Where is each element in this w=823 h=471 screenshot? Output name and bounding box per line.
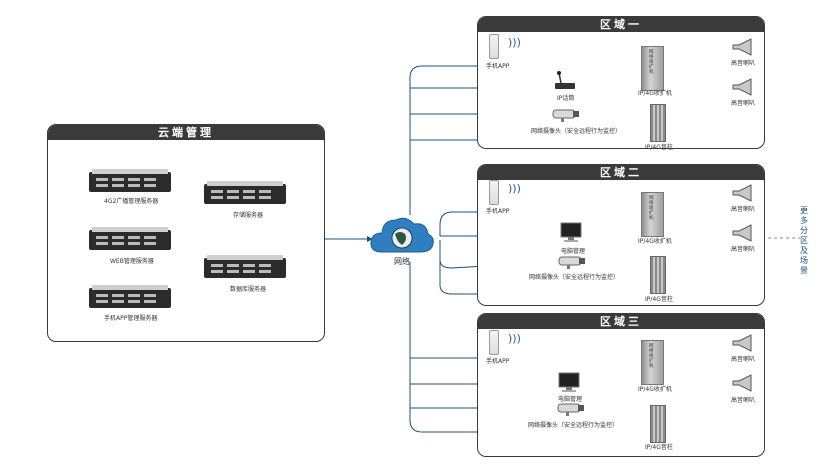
wifi-icon: )))	[508, 182, 521, 195]
amplifier-icon: 网络收扩机	[641, 46, 664, 91]
camera-label: 网络摄像头（安全远程行为监控）	[528, 422, 619, 429]
sound-column-icon	[650, 405, 666, 443]
more-regions-label: 更多分区及场景	[800, 206, 808, 275]
camera-icon	[558, 256, 585, 269]
network-cloud-icon	[370, 217, 434, 253]
sound-column-icon	[650, 256, 666, 294]
phone-icon	[489, 180, 499, 205]
camera-label: 网络摄像头（安全远程行为监控）	[531, 128, 622, 135]
amplifier-label: IP/4G收扩机	[638, 386, 672, 393]
horn-speaker-icon	[732, 78, 752, 96]
column-label: IP/4G音柱	[645, 444, 673, 451]
phone-app-label: 手机APP	[486, 208, 510, 215]
sound-column-icon	[650, 104, 666, 142]
horn-speaker-icon	[732, 334, 752, 352]
amplifier-icon: 网络收扩机	[641, 192, 664, 237]
horn-label: 高音喇叭	[731, 397, 756, 404]
network-label: 网络	[394, 257, 410, 266]
server-icon	[89, 285, 171, 308]
region-2-panel: 区域二	[477, 164, 765, 306]
horn-speaker-icon	[732, 38, 752, 56]
wifi-icon: )))	[508, 36, 521, 49]
phone-app-label: 手机APP	[486, 63, 510, 70]
camera-icon	[552, 109, 579, 122]
camera-label: 网络摄像头（安全远程行为监控）	[529, 274, 620, 281]
phone-icon	[489, 34, 499, 59]
wifi-icon: )))	[508, 332, 521, 345]
server-icon	[89, 169, 171, 192]
horn-speaker-icon	[732, 374, 752, 392]
microphone-icon	[555, 71, 575, 89]
horn-label: 高音喇叭	[731, 246, 756, 253]
horn-label: 高音喇叭	[731, 60, 756, 67]
server-icon	[204, 255, 286, 278]
camera-icon	[557, 403, 584, 416]
horn-label: 高音喇叭	[731, 356, 756, 363]
amplifier-label: IP/4G收扩机	[638, 238, 672, 245]
column-label: IP/4G音柱	[645, 144, 673, 151]
region-3-title: 区域三	[478, 314, 764, 329]
server-label: 4G2广播管理服务器	[104, 198, 159, 205]
region-1-panel: 区域一	[477, 16, 765, 149]
horn-speaker-icon	[732, 184, 752, 202]
horn-label: 高音喇叭	[731, 206, 756, 213]
phone-icon	[489, 330, 499, 355]
amplifier-label: IP/4G收扩机	[638, 90, 672, 97]
device-label: 电脑管理	[558, 396, 583, 403]
region-1-title: 区域一	[478, 17, 764, 32]
horn-label: 高音喇叭	[731, 100, 756, 107]
computer-icon	[560, 222, 582, 242]
server-icon	[204, 181, 286, 204]
server-icon	[89, 227, 171, 250]
device-label: IP话筒	[557, 95, 575, 102]
phone-app-label: 手机APP	[486, 358, 510, 365]
amplifier-icon: 网络收扩机	[641, 340, 664, 385]
device-label: 电脑管理	[561, 248, 586, 255]
computer-icon	[558, 372, 580, 392]
region-2-title: 区域二	[478, 165, 764, 180]
server-label: 数据库服务器	[230, 286, 267, 293]
column-label: IP/4G音柱	[645, 296, 673, 303]
cloud-panel-title: 云端管理	[48, 125, 324, 140]
horn-speaker-icon	[732, 224, 752, 242]
region-3-panel: 区域三	[477, 313, 765, 457]
server-label: 手机APP管理服务器	[104, 315, 158, 322]
server-label: WEB管理服务器	[110, 258, 154, 265]
server-label: 存储服务器	[233, 212, 264, 219]
